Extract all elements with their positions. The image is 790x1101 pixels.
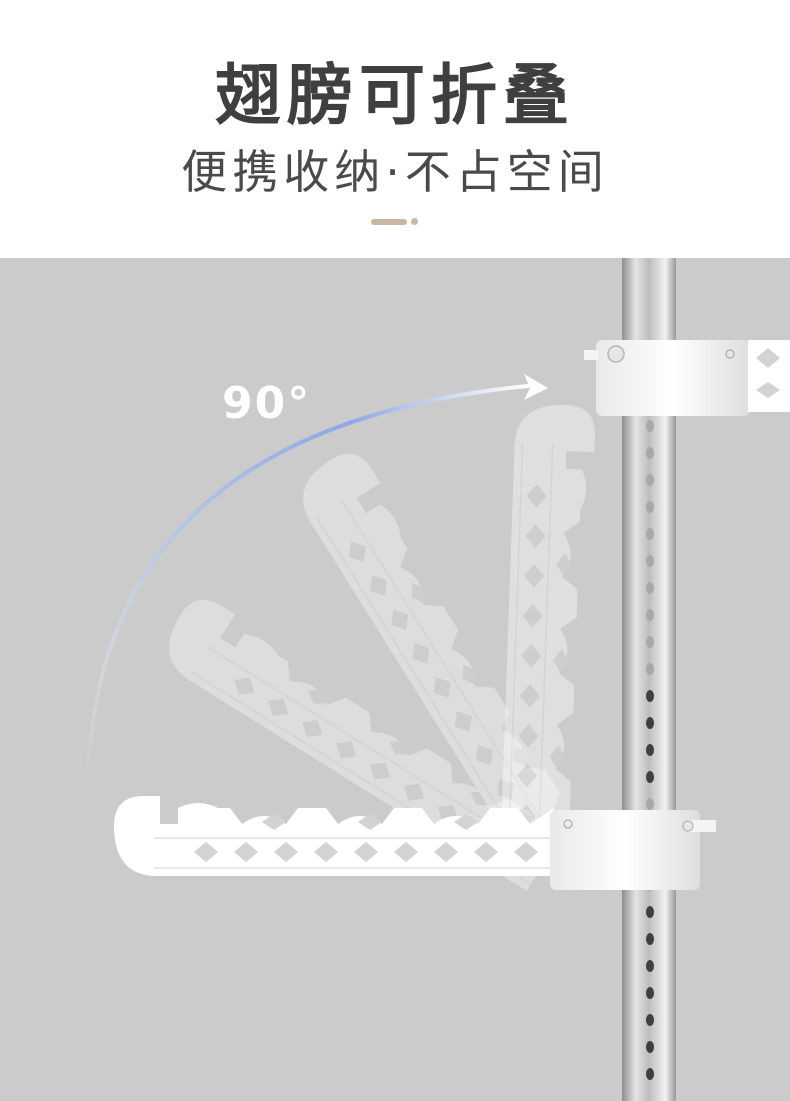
pole-hole — [646, 1041, 654, 1053]
pole-hole — [646, 609, 654, 621]
pole-hole — [646, 933, 654, 945]
pole-hole — [646, 1014, 654, 1026]
feature-title: 翅膀可折叠 — [215, 57, 575, 134]
product-illustration: 90° — [0, 258, 790, 1101]
feature-subtitle: 便携收纳·不占空间 — [181, 145, 609, 199]
pole-hole — [646, 501, 654, 513]
pole-hole — [646, 528, 654, 540]
rotation-angle-label: 90° — [222, 378, 312, 429]
pole-hole — [646, 960, 654, 972]
pole-hole — [646, 420, 654, 432]
pole-hole — [646, 447, 654, 459]
pole-hole — [646, 555, 654, 567]
pole-hole — [646, 798, 654, 810]
arrow-head-icon — [524, 374, 548, 400]
pole-hole — [646, 690, 654, 702]
top-clamp — [584, 340, 790, 416]
folding-rack-illustration — [86, 258, 790, 1101]
pole-hole — [646, 636, 654, 648]
rotation-arc — [86, 384, 530, 780]
pole-hole — [646, 663, 654, 675]
bottom-clamp — [550, 810, 716, 890]
pole-hole — [646, 582, 654, 594]
pole-hole — [646, 474, 654, 486]
pole-hole — [646, 771, 654, 783]
pole-hole — [646, 906, 654, 918]
decorative-divider-dot — [411, 218, 418, 225]
ghost-wing-80 — [499, 402, 597, 847]
pole-hole — [646, 744, 654, 756]
decorative-divider — [371, 219, 407, 225]
header-section: 翅膀可折叠 便携收纳·不占空间 — [0, 0, 790, 258]
pole-hole — [646, 987, 654, 999]
pole-hole — [646, 1068, 654, 1080]
pole-hole — [646, 717, 654, 729]
